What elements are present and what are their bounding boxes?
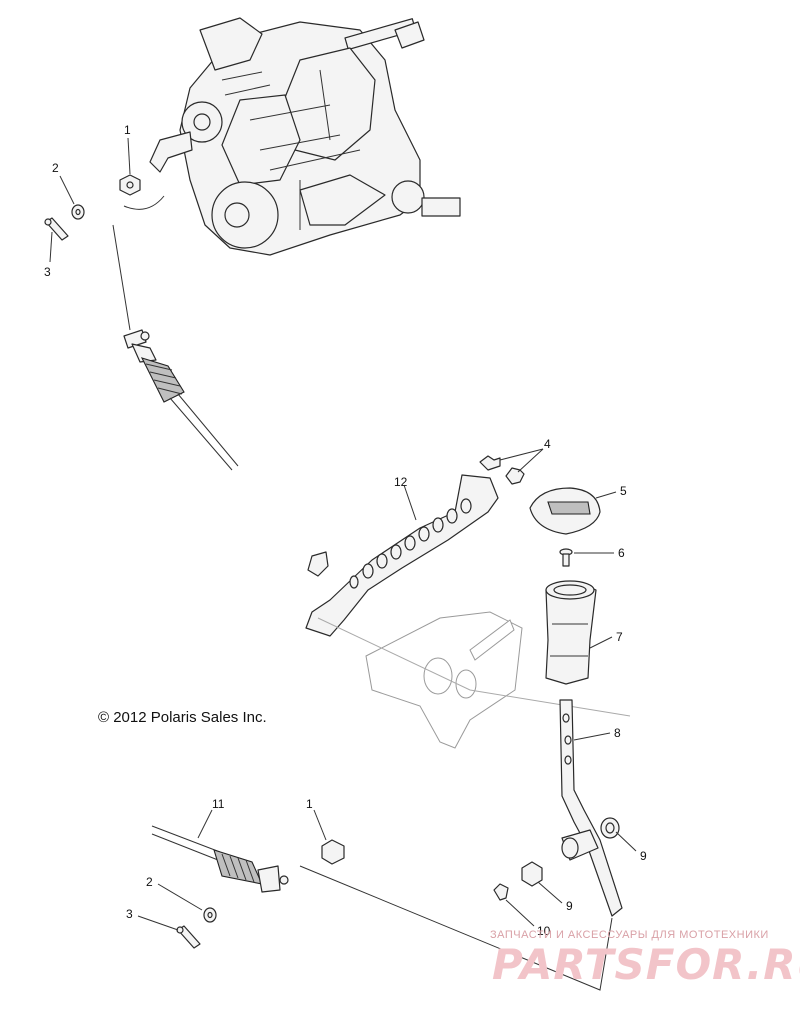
callout-9-lower: 9 [566,899,573,913]
washer-2-bottom [203,907,217,923]
callout-1-bottom: 1 [306,797,313,811]
nut-1-arc [123,195,165,210]
copyright-text: © 2012 Polaris Sales Inc. [98,709,267,726]
callout-4: 4 [544,437,551,451]
bushing-9-right [600,817,620,839]
cable-routing-line [299,865,613,991]
callout-labels: 1 2 3 4 5 6 7 8 9 9 10 11 1 2 3 12 [44,123,647,938]
bracket-12 [305,474,499,637]
knob-cap-5 [529,487,601,535]
callout-2-bottom: 2 [146,875,153,889]
callout-10: 10 [537,924,551,938]
callout-9-right: 9 [640,849,647,863]
nut-9-lower [521,861,543,887]
callout-7: 7 [616,630,623,644]
shift-cable-lower [151,825,289,893]
screw-6 [559,548,573,567]
mounting-plate-ghost [317,611,631,749]
callout-5: 5 [620,484,627,498]
shift-knob-7 [545,580,597,685]
shift-lever-8 [559,699,623,917]
nut-1-bottom [321,839,345,865]
watermark-tagline: ЗАПЧАСТИ И АКСЕССУАРЫ ДЛЯ МОТОТЕХНИКИ [490,929,769,941]
callout-1-top: 1 [124,123,131,137]
watermark-brand: PARTSFOR.RU [492,940,800,989]
callout-3-top: 3 [44,265,51,279]
fastener-4a [479,455,501,471]
callout-11: 11 [212,797,225,811]
callout-leaders [49,137,637,931]
callout-6: 6 [618,546,625,560]
shift-cable-upper [112,224,239,471]
callout-8: 8 [614,726,621,740]
fastener-4b [505,467,525,485]
transmission-assembly [149,17,461,256]
washer-2-top [71,204,85,220]
clip-3-top [44,217,69,241]
clip-3-bottom [176,925,201,949]
clip-10 [493,883,509,901]
nut-1-top [119,174,141,196]
callout-3-bottom: 3 [126,907,133,921]
callout-12: 12 [394,475,408,489]
callout-2-top: 2 [52,161,59,175]
